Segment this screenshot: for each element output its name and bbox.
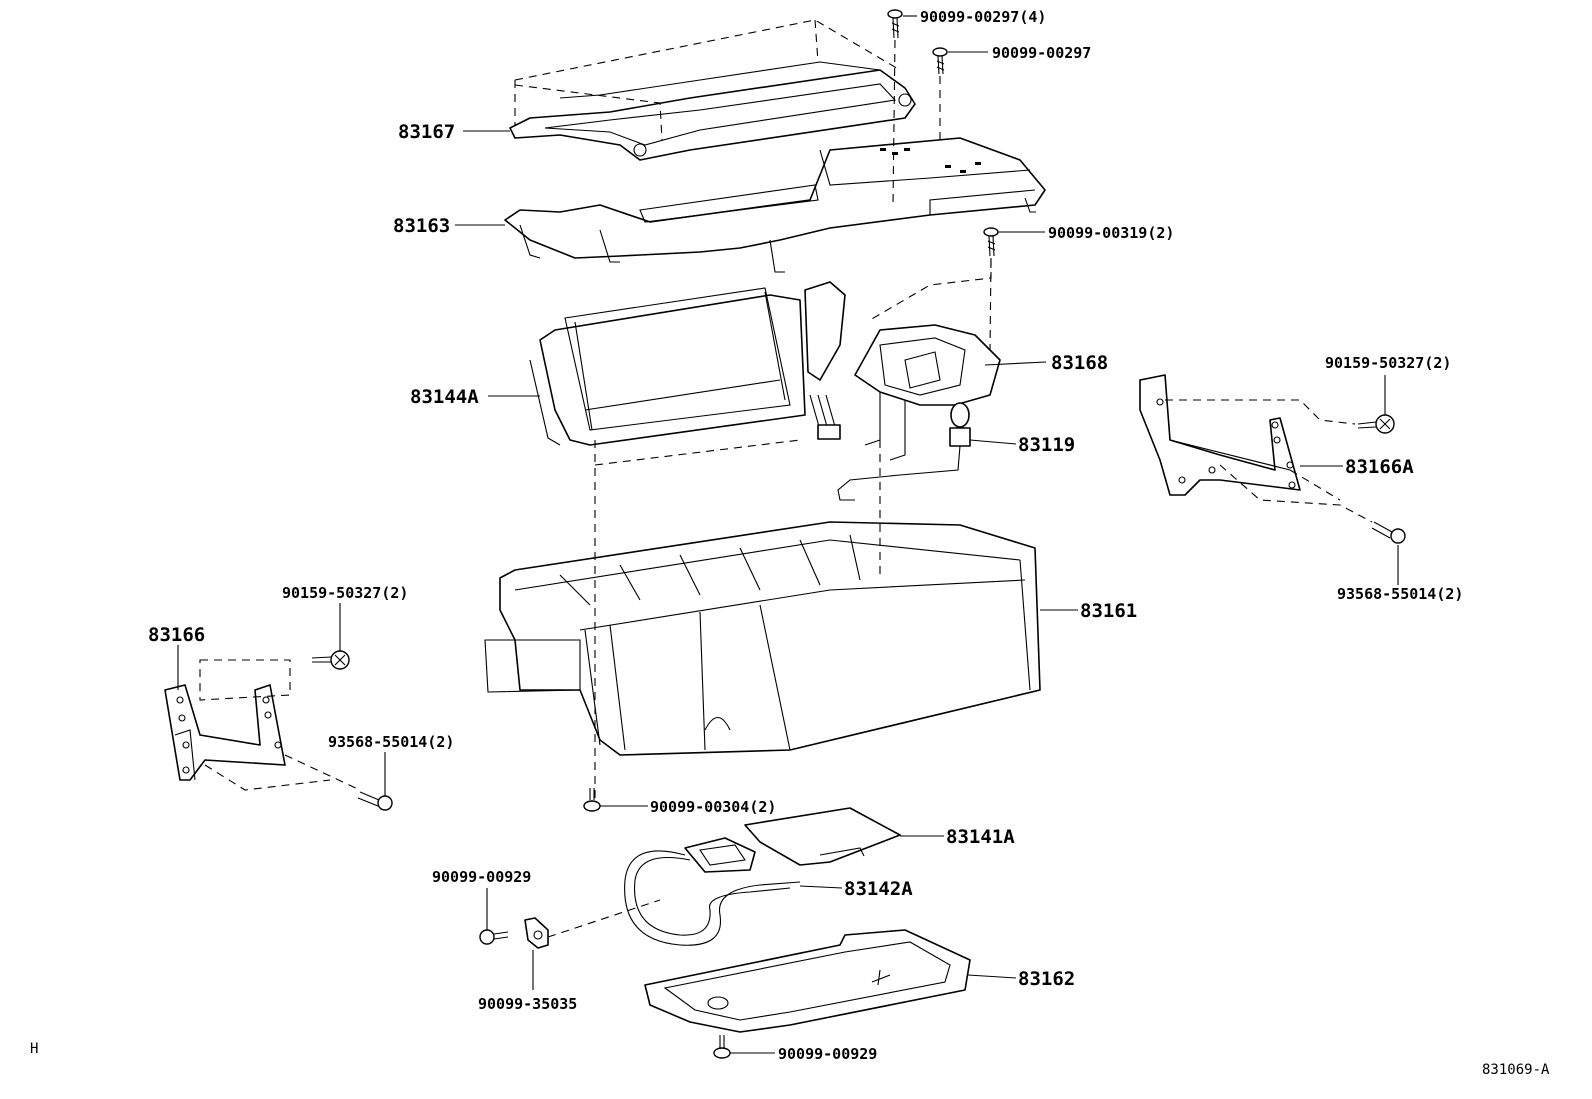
label-90099-00929-lower: 90099-00929 (778, 1045, 877, 1063)
label-90099-00297-4: 90099-00297(4) (920, 8, 1046, 26)
figure-id: 831069-A (1482, 1062, 1550, 1078)
label-83119: 83119 (1018, 434, 1075, 456)
label-83168: 83168 (1051, 352, 1108, 374)
screw-90099-00319-2[interactable] (983, 227, 999, 257)
label-90099-00319-2: 90099-00319(2) (1048, 224, 1174, 242)
label-83166A: 83166A (1345, 456, 1414, 478)
part-83166-left-bracket[interactable] (164, 684, 286, 781)
label-83163: 83163 (393, 215, 450, 237)
part-83163-upper-case[interactable] (504, 137, 1046, 273)
assembly-lines (199, 19, 1373, 938)
part-83144A-evaporator[interactable] (529, 281, 846, 446)
part-83119-sensor[interactable] (837, 402, 971, 501)
part-83141A-board[interactable] (744, 807, 901, 866)
clip-90099-35035[interactable] (524, 917, 549, 949)
label-90099-00929-upper: 90099-00929 (432, 868, 531, 886)
label-83166: 83166 (148, 624, 205, 646)
part-83161-main-case[interactable] (484, 521, 1041, 756)
part-83142A-harness[interactable] (624, 837, 801, 946)
leader-lines (177, 15, 1399, 1054)
label-93568-55014-2-right: 93568-55014(2) (1337, 585, 1463, 603)
label-83144A: 83144A (410, 386, 479, 408)
part-83167-frame[interactable] (509, 61, 916, 161)
label-83142A: 83142A (844, 878, 913, 900)
label-93568-55014-2-left: 93568-55014(2) (328, 733, 454, 751)
screw-90099-00929-upper[interactable] (479, 929, 509, 945)
part-83166A-right-bracket[interactable] (1139, 374, 1301, 496)
screw-93568-55014-left[interactable] (357, 791, 393, 811)
screw-90099-00304-2[interactable] (583, 788, 601, 812)
label-90159-50327-2-left: 90159-50327(2) (282, 584, 408, 602)
part-83168-servo-motor[interactable] (854, 324, 1001, 461)
label-90159-50327-2-right: 90159-50327(2) (1325, 354, 1451, 372)
screw-90099-00929-lower[interactable] (713, 1035, 731, 1059)
screw-90099-00297-4[interactable] (887, 9, 903, 39)
label-90099-35035: 90099-35035 (478, 995, 577, 1013)
screw-90159-50327-right[interactable] (1357, 414, 1395, 434)
part-83162-lower-cover[interactable] (644, 929, 971, 1033)
screw-90159-50327-left[interactable] (311, 650, 350, 670)
corner-mark: H (30, 1041, 38, 1057)
label-83141A: 83141A (946, 826, 1015, 848)
screw-93568-55014-right[interactable] (1371, 521, 1406, 544)
label-83162: 83162 (1018, 968, 1075, 990)
label-90099-00304-2: 90099-00304(2) (650, 798, 776, 816)
label-90099-00297: 90099-00297 (992, 44, 1091, 62)
label-83161: 83161 (1080, 600, 1137, 622)
label-83167: 83167 (398, 121, 455, 143)
screw-90099-00297[interactable] (932, 47, 948, 75)
part-labels: 83167 83163 83144A 83168 83119 83161 831… (30, 8, 1550, 1078)
